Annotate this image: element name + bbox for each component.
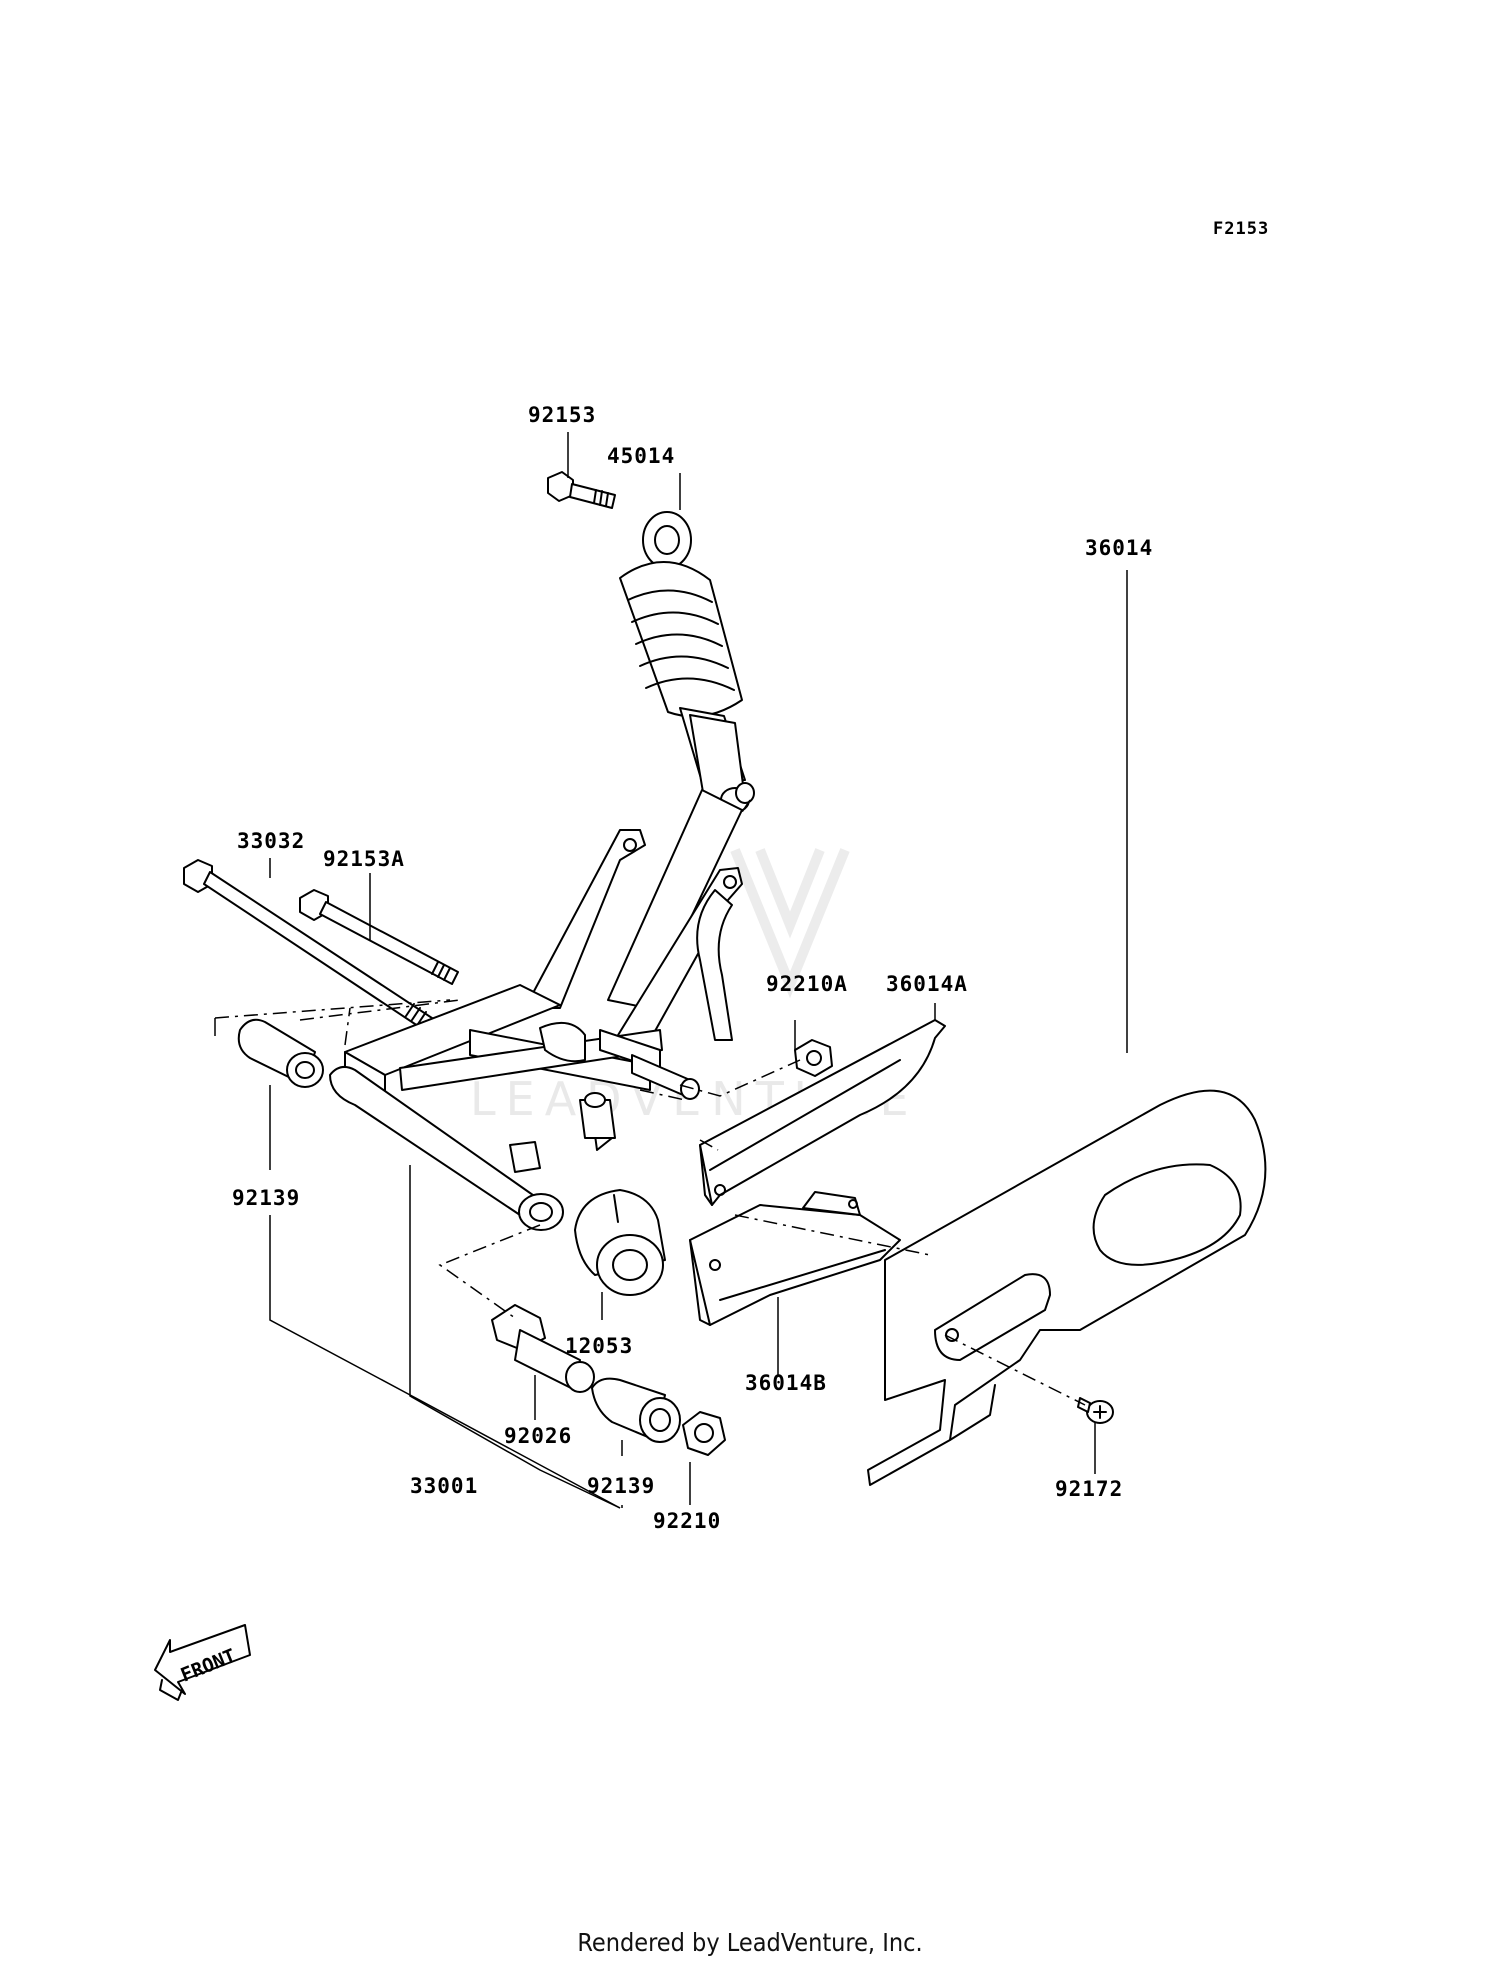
callout-36014A[interactable]: 36014A: [886, 972, 968, 996]
callout-labels: 92153 45014 33032 92153A 92210A 36014A 3…: [232, 403, 1153, 1533]
callout-92210[interactable]: 92210: [653, 1509, 721, 1533]
callout-33032[interactable]: 33032: [237, 829, 305, 853]
callout-45014[interactable]: 45014: [607, 444, 675, 468]
chain-case-36014[interactable]: [867, 1089, 1267, 1486]
figure-code: F2153: [1213, 219, 1269, 239]
callout-92026[interactable]: 92026: [504, 1424, 572, 1448]
nut-92210A[interactable]: [794, 1039, 833, 1077]
bushing-92139-right[interactable]: [591, 1377, 681, 1443]
callout-92139-left[interactable]: 92139: [232, 1186, 300, 1210]
callout-92172[interactable]: 92172: [1055, 1477, 1123, 1501]
shock-collar[interactable]: [631, 1054, 700, 1100]
bushing-92139-left[interactable]: [237, 1018, 324, 1088]
swing-arm[interactable]: [329, 789, 743, 1231]
bolt-92153A[interactable]: [299, 889, 459, 985]
callout-36014B[interactable]: 36014B: [745, 1371, 827, 1395]
callout-92153[interactable]: 92153: [528, 403, 596, 427]
footer-credit: Rendered by LeadVenture, Inc.: [577, 1928, 923, 1957]
collar-92026[interactable]: [491, 1304, 595, 1393]
rubber-mount-12053[interactable]: [574, 1189, 666, 1296]
assembly-lines: [214, 799, 1086, 1406]
callout-36014[interactable]: 36014: [1085, 536, 1153, 560]
shock-absorber[interactable]: [619, 511, 755, 813]
callout-33001[interactable]: 33001: [410, 1474, 478, 1498]
leader-lines: [214, 432, 1128, 1509]
chain-guide-36014B[interactable]: [689, 1191, 901, 1326]
chain-guide-36014A[interactable]: [699, 1019, 946, 1206]
bolt-92153[interactable]: [547, 471, 616, 509]
callout-12053[interactable]: 12053: [565, 1334, 633, 1358]
callout-92210A[interactable]: 92210A: [766, 972, 848, 996]
nut-92210[interactable]: [682, 1411, 726, 1456]
callout-92139-right[interactable]: 92139: [587, 1474, 655, 1498]
callout-92153A[interactable]: 92153A: [323, 847, 405, 871]
front-arrow-icon: FRONT: [154, 1624, 251, 1701]
screw-92172[interactable]: [1077, 1397, 1114, 1424]
